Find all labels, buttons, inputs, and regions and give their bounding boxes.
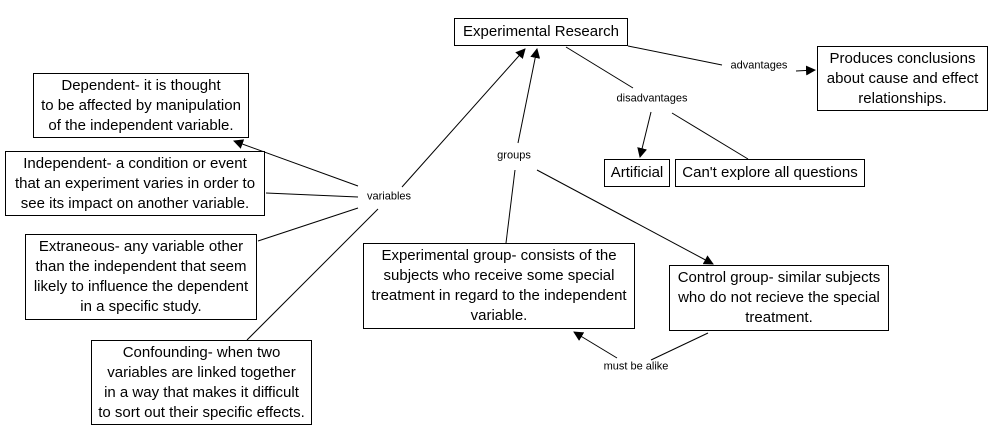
node-dependent-variable: Dependent- it is thought to be affected … [33,73,249,138]
node-cant-explore: Can't explore all questions [675,159,865,187]
node-confounding-variable: Confounding- when two variables are link… [91,340,312,425]
link-variables-confounding [246,208,379,341]
link-control-mustbealike [650,332,709,361]
arrow-groups-root [517,48,541,144]
link-variables-extraneous [257,207,359,242]
label-disadvantages: disadvantages [615,92,689,106]
link-groups-experimental [505,169,516,244]
node-experimental-research: Experimental Research [454,18,628,46]
label-groups: groups [496,149,532,163]
arrow-mustbealike-experimental [573,331,618,359]
arrow-disadvantages-artificial [637,111,652,158]
arrow-variables-root [401,48,526,188]
link-variables-independent [265,192,359,198]
label-variables: variables [365,190,413,204]
node-experimental-group: Experimental group- consists of the subj… [363,243,635,329]
node-control-group: Control group- similar subjects who do n… [669,265,889,331]
node-advantage-cause-effect: Produces conclusions about cause and eff… [817,46,988,111]
link-disadvantages-cant-explore [671,112,749,160]
link-root-disadvantages [565,46,634,89]
label-must-be-alike: must be alike [602,360,670,374]
link-root-advantages [627,45,723,66]
arrow-advantages-box [795,65,816,76]
node-artificial: Artificial [604,159,670,187]
arrow-variables-dependent [233,139,359,187]
node-independent-variable: Independent- a condition or event that a… [5,151,265,216]
node-extraneous-variable: Extraneous- any variable other than the … [25,234,257,320]
arrow-groups-control [536,169,714,265]
label-advantages: advantages [729,59,789,73]
